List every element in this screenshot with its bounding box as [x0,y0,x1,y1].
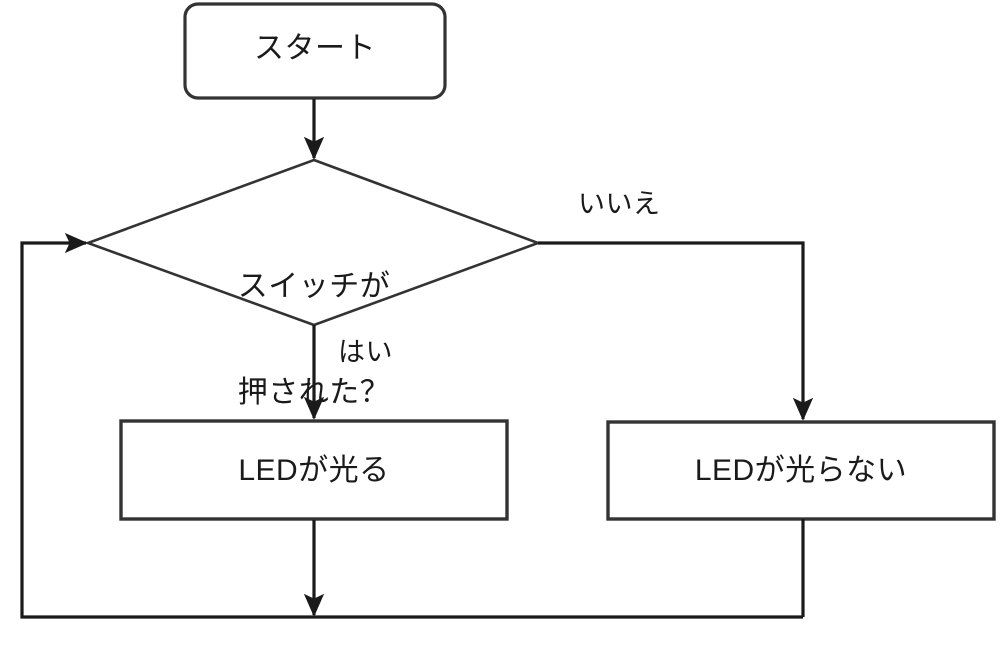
node-process-yes-shape [119,419,509,521]
edge-decision-to-process-no [538,241,814,421]
edge-merge-loop-back-to-decision [20,232,803,619]
edge-label-yes: はい [338,337,393,367]
node-decision-shape [84,158,542,327]
node-start-shape [183,2,447,100]
edge-label-no: いいえ [578,189,661,219]
node-process-no-shape [606,420,996,521]
